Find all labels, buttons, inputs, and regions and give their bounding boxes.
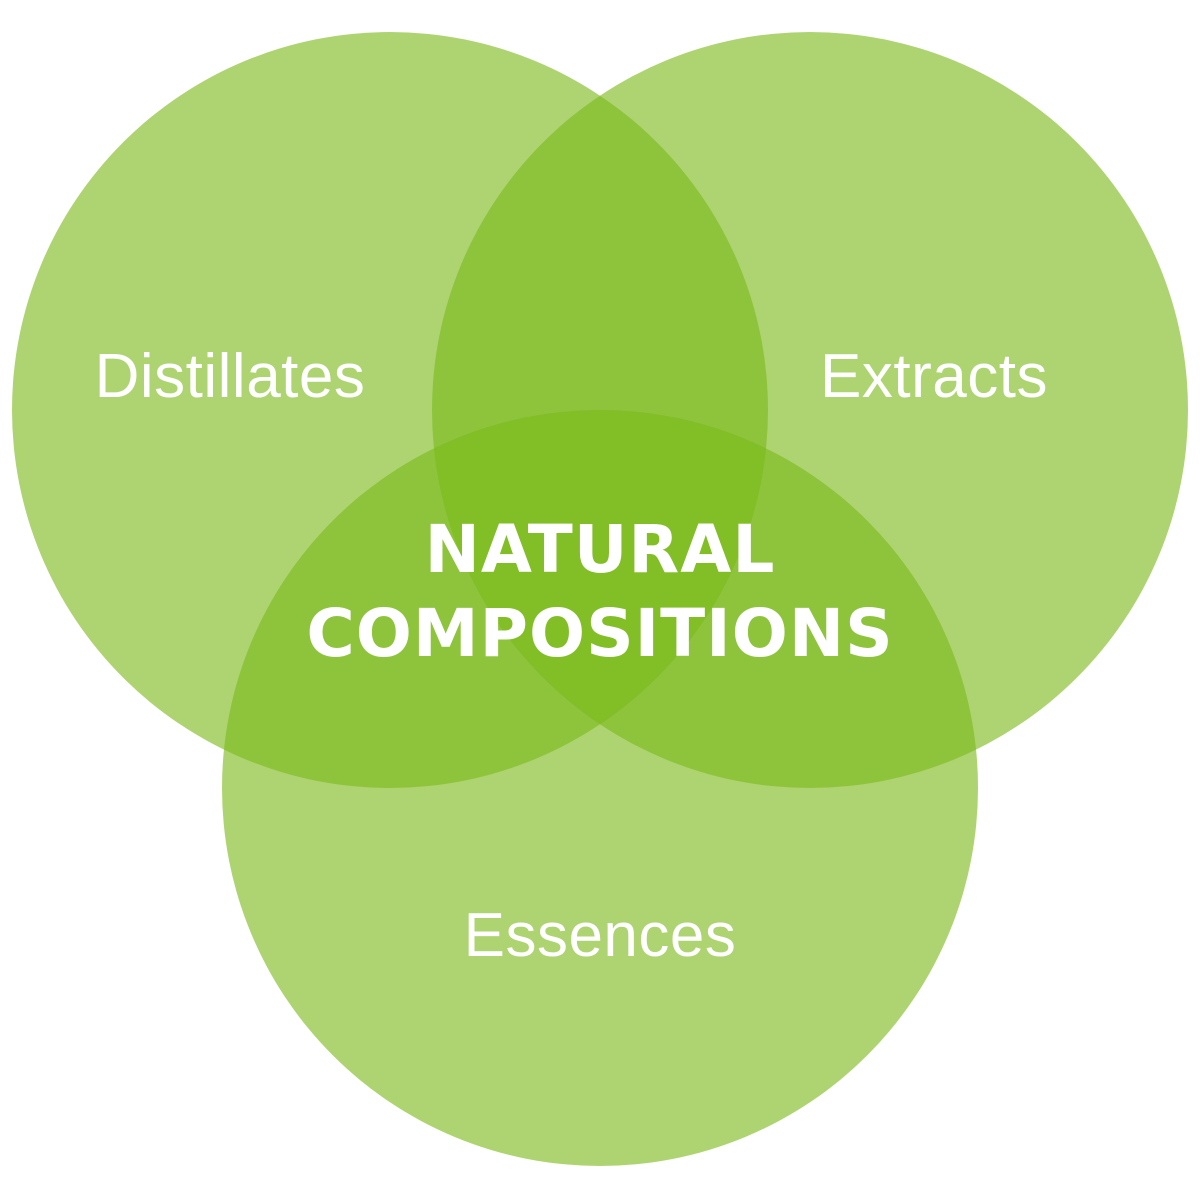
set-label-extracts: Extracts bbox=[820, 342, 1048, 411]
intersection-label-line-1: NATURAL bbox=[425, 511, 776, 588]
venn-circles bbox=[12, 32, 1188, 1166]
venn-labels: Distillates Extracts Essences NATURAL CO… bbox=[95, 342, 1048, 970]
set-label-distillates: Distillates bbox=[95, 342, 366, 411]
set-label-essences: Essences bbox=[464, 901, 737, 970]
circle-essences bbox=[222, 410, 978, 1166]
intersection-label-line-2: COMPOSITIONS bbox=[306, 595, 893, 672]
